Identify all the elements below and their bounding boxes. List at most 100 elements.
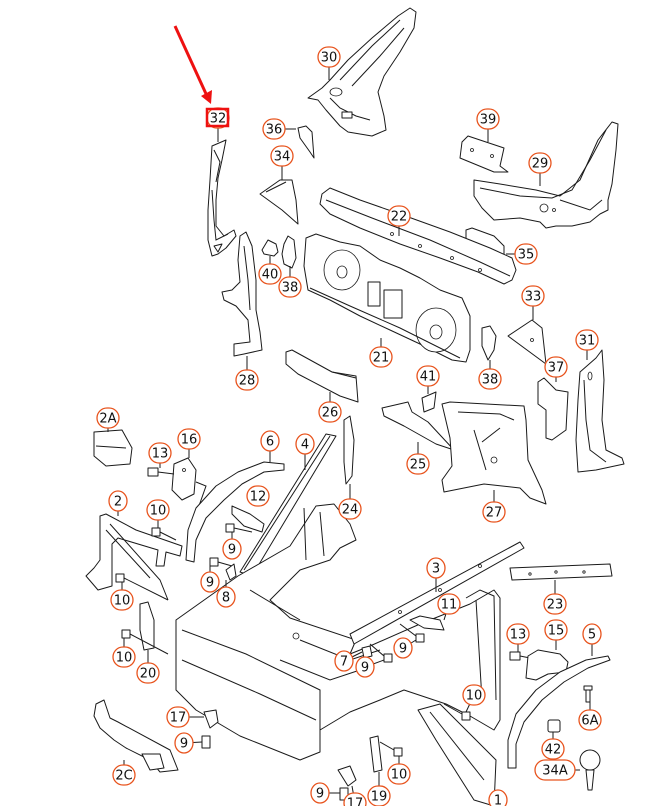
part-33[interactable] <box>507 319 547 365</box>
part-42[interactable] <box>547 719 561 733</box>
callout-37[interactable]: 37 <box>544 356 568 382</box>
part-17-right[interactable] <box>337 765 357 787</box>
part-31[interactable] <box>575 349 625 473</box>
part-7[interactable] <box>361 645 373 659</box>
callout-13[interactable]: 13 <box>148 442 172 468</box>
callout-13[interactable]: 13 <box>506 623 530 652</box>
callout-29[interactable]: 29 <box>528 152 552 186</box>
callout-39[interactable]: 39 <box>476 108 500 142</box>
part-38-left[interactable] <box>281 235 297 269</box>
callout-5[interactable]: 5 <box>582 623 602 656</box>
callout-19[interactable]: 19 <box>367 772 391 806</box>
callout-41[interactable]: 41 <box>416 365 440 394</box>
callout-23[interactable]: 23 <box>543 580 567 615</box>
part-32[interactable] <box>207 139 237 257</box>
callout-17[interactable]: 17 <box>166 706 204 728</box>
callout-12[interactable]: 12 <box>246 485 270 507</box>
callout-28[interactable]: 28 <box>235 356 259 391</box>
callout-9[interactable]: 9 <box>393 637 417 659</box>
part-8[interactable] <box>225 563 237 581</box>
callout-31[interactable]: 31 <box>575 329 599 360</box>
part-29[interactable] <box>473 121 619 229</box>
callout-36[interactable]: 36 <box>262 118 296 140</box>
callout-4[interactable]: 4 <box>295 433 315 470</box>
part-6[interactable] <box>185 461 285 563</box>
part-34A[interactable] <box>579 749 601 791</box>
part-36[interactable] <box>297 125 315 159</box>
part-26[interactable] <box>285 349 359 403</box>
callout-34A[interactable]: 34A <box>534 759 580 781</box>
callout-10[interactable]: 10 <box>110 582 134 611</box>
callout-10[interactable]: 10 <box>146 499 170 528</box>
callout-11[interactable]: 11 <box>437 593 461 621</box>
callout-27[interactable]: 27 <box>482 490 506 523</box>
callout-7[interactable]: 7 <box>334 650 363 672</box>
callout-6A[interactable]: 6A <box>578 702 602 731</box>
callout-3[interactable]: 3 <box>426 557 446 592</box>
bolt-10-e[interactable] <box>379 741 403 757</box>
callout-1[interactable]: 1 <box>488 789 508 806</box>
part-34[interactable] <box>259 179 299 225</box>
callout-26[interactable]: 26 <box>318 392 342 423</box>
part-2C[interactable] <box>93 699 179 773</box>
part-38-right[interactable] <box>481 325 497 361</box>
bolt-9-b[interactable] <box>209 557 233 567</box>
part-3[interactable] <box>349 541 525 645</box>
callout-38[interactable]: 38 <box>278 266 302 298</box>
bolt-9-e[interactable] <box>201 735 211 749</box>
part-1-frame[interactable] <box>175 503 501 806</box>
callout-9[interactable]: 9 <box>222 532 242 560</box>
callout-30[interactable]: 30 <box>317 46 341 80</box>
callout-10[interactable]: 10 <box>462 684 486 713</box>
part-5[interactable] <box>507 655 611 769</box>
callout-42[interactable]: 42 <box>541 732 565 760</box>
callout-16[interactable]: 16 <box>177 428 201 458</box>
part-17-left[interactable] <box>203 709 219 729</box>
callout-24[interactable]: 24 <box>338 484 362 520</box>
callout-20[interactable]: 20 <box>136 650 160 684</box>
part-21[interactable] <box>303 233 471 363</box>
part-2A[interactable] <box>93 429 133 467</box>
bolt-9-c[interactable] <box>369 643 393 663</box>
callout-10[interactable]: 10 <box>112 638 136 668</box>
part-6A[interactable] <box>583 685 593 703</box>
callout-21[interactable]: 21 <box>369 338 393 368</box>
part-22[interactable] <box>319 187 517 285</box>
part-41[interactable] <box>421 391 437 413</box>
callout-40[interactable]: 40 <box>258 256 282 285</box>
part-20[interactable] <box>139 601 155 651</box>
part-23[interactable] <box>509 563 613 581</box>
callout-2C[interactable]: 2C <box>112 760 136 786</box>
part-40[interactable] <box>261 239 279 257</box>
bolt-10-a[interactable] <box>151 527 177 541</box>
part-39[interactable] <box>459 135 509 173</box>
callout-15[interactable]: 15 <box>544 619 568 650</box>
callout-25[interactable]: 25 <box>406 442 430 475</box>
callout-8[interactable]: 8 <box>216 580 236 608</box>
bolt-10-b[interactable] <box>115 573 169 601</box>
callout-32[interactable]: 32 <box>206 107 230 142</box>
bolt-9-d[interactable] <box>399 623 425 643</box>
callout-17[interactable]: 17 <box>343 785 367 806</box>
callout-22[interactable]: 22 <box>387 205 411 236</box>
part-27[interactable] <box>441 401 547 505</box>
callout-10[interactable]: 10 <box>387 756 411 785</box>
part-19[interactable] <box>369 735 383 773</box>
callout-38[interactable]: 38 <box>478 360 502 390</box>
part-28[interactable] <box>221 231 263 357</box>
callout-9[interactable]: 9 <box>174 732 203 754</box>
bolt-10-c[interactable] <box>121 629 169 655</box>
part-37[interactable] <box>537 377 569 441</box>
callout-35[interactable]: 35 <box>506 243 538 265</box>
callout-9[interactable]: 9 <box>355 656 385 678</box>
part-30[interactable] <box>307 7 417 137</box>
part-24[interactable] <box>343 415 355 485</box>
callout-9[interactable]: 9 <box>310 782 340 804</box>
part-11[interactable] <box>409 615 445 631</box>
callout-9[interactable]: 9 <box>200 566 220 593</box>
callout-34[interactable]: 34 <box>270 145 294 180</box>
bolt-9-a[interactable] <box>225 523 253 533</box>
part-12[interactable] <box>231 505 265 533</box>
callout-33[interactable]: 33 <box>521 285 545 320</box>
part-2[interactable] <box>85 513 183 601</box>
